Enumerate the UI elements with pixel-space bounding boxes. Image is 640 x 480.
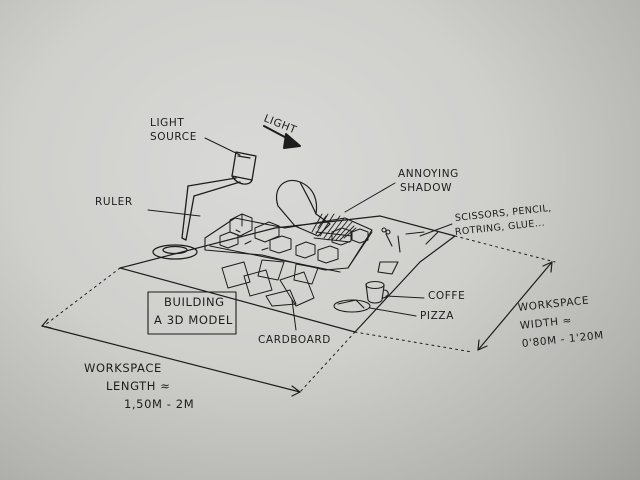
- workspace-length-dimension: [41, 318, 301, 397]
- cardboard-pieces: [221, 259, 319, 307]
- building-label-line2: A 3D MODEL: [154, 313, 233, 327]
- coffee-cup: [365, 261, 399, 304]
- ruler-label: RULER: [95, 196, 133, 208]
- coffe-label: COFFE: [428, 290, 466, 302]
- model-blocks: [219, 213, 369, 264]
- annoying-shadow-label-line1: ANNOYING: [398, 168, 459, 180]
- cardboard-label: CARDBOARD: [258, 334, 331, 346]
- building-label-box: [147, 291, 237, 335]
- light-source-label-line1: LIGHT: [150, 117, 185, 129]
- pizza-label: PIZZA: [420, 310, 454, 322]
- light-source-leader: [204, 137, 241, 156]
- light-direction-arrow: [263, 125, 301, 149]
- workspace-width-dimension: [477, 261, 553, 351]
- tools-leader: [419, 223, 453, 237]
- workspace-length-label-line3: 1,50m - 2m: [124, 397, 195, 411]
- cardboard-leader: [291, 299, 297, 331]
- coffe-leader: [385, 295, 425, 299]
- workspace-length-label-line1: WORKSPACE: [84, 361, 162, 375]
- building-label-line1: BUILDING: [164, 295, 225, 309]
- person-silhouette: [276, 179, 331, 237]
- annoying-shadow-hatching: [311, 213, 357, 243]
- pizza-leader: [369, 307, 417, 317]
- light-source-label-line2: SOURCE: [150, 131, 197, 143]
- ruler-leader: [147, 209, 201, 217]
- pizza: [333, 299, 371, 313]
- shadow-leader: [344, 182, 396, 213]
- dimension-guides: [44, 235, 556, 393]
- workspace-length-label-line2: LENGTH ≈: [106, 379, 171, 393]
- annoying-shadow-label-line2: SHADOW: [400, 182, 453, 194]
- desk-lamp: [152, 151, 257, 260]
- tools: [381, 227, 439, 253]
